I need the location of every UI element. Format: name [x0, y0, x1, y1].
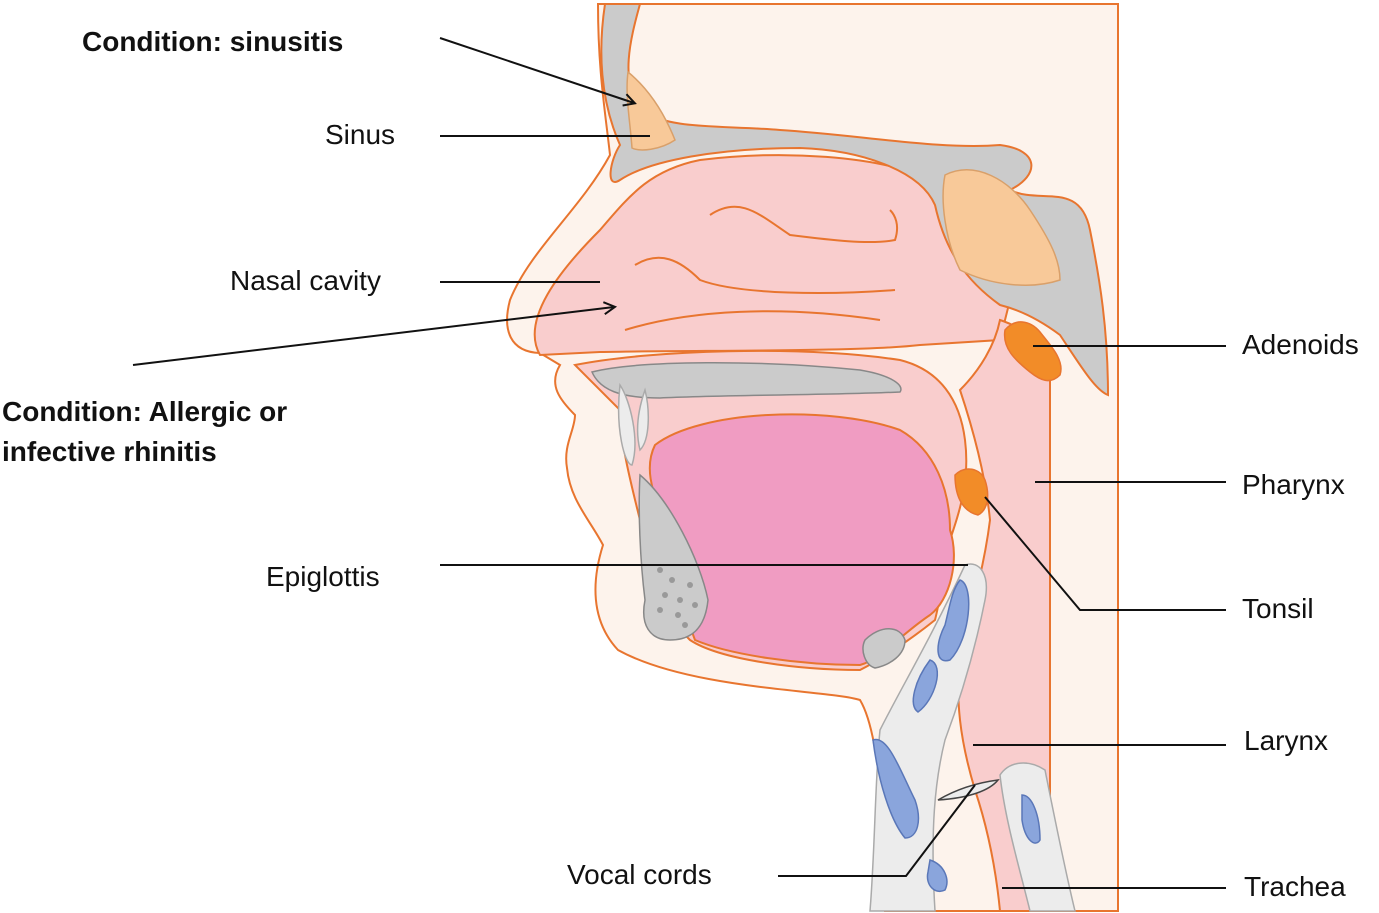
- adenoids-shape: [1003, 321, 1062, 382]
- label-condition-sinusitis: Condition: sinusitis: [82, 26, 344, 57]
- label-larynx: Larynx: [1244, 725, 1329, 756]
- leader-condition-rhinitis: [132, 307, 614, 366]
- frontal-sinus: [626, 70, 676, 151]
- turbinates: [624, 205, 899, 331]
- leader-tonsil: [984, 496, 1226, 611]
- label-vocal-cords: Vocal cords: [567, 859, 712, 890]
- label-condition-rhinitis-line2: infective rhinitis: [2, 436, 217, 467]
- sphenoid-sinus: [942, 169, 1061, 286]
- label-adenoids: Adenoids: [1242, 329, 1359, 360]
- mandible-bone: [638, 473, 709, 641]
- leader-lines: [132, 37, 1226, 889]
- label-epiglottis: Epiglottis: [266, 561, 380, 592]
- leader-vocal-cords: [778, 784, 976, 877]
- blue-cartilages: [872, 579, 970, 892]
- vocal-cords-shape: [937, 779, 1000, 801]
- label-nasal-cavity: Nasal cavity: [230, 265, 381, 296]
- leader-condition-sinusitis: [439, 37, 634, 103]
- trachea-cartilage: [1021, 794, 1041, 844]
- upper-teeth: [617, 382, 650, 466]
- hyoid-bone: [862, 628, 906, 669]
- label-sinus: Sinus: [325, 119, 396, 150]
- label-condition-rhinitis-line1: Condition: Allergic or: [2, 396, 288, 427]
- label-trachea: Trachea: [1244, 871, 1346, 902]
- tonsil-shape: [954, 468, 989, 516]
- mandible-texture: [657, 567, 698, 628]
- label-tonsil: Tonsil: [1242, 593, 1314, 624]
- label-pharynx: Pharynx: [1242, 469, 1345, 500]
